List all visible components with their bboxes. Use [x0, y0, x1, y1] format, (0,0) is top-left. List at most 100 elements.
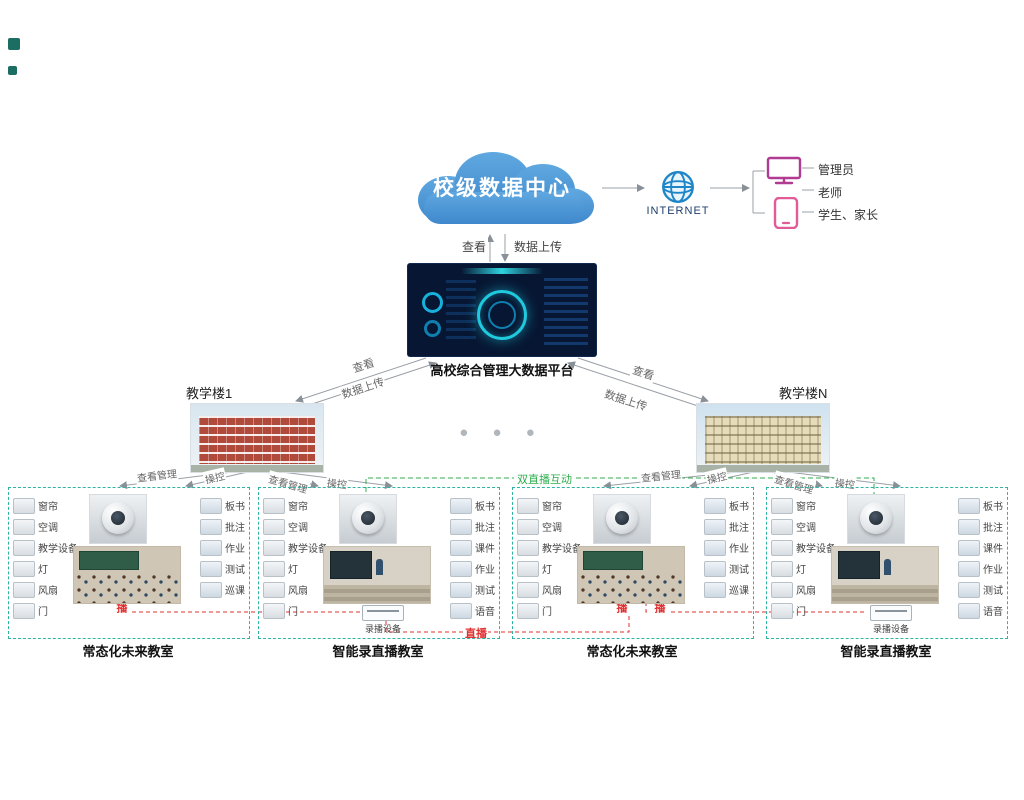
- link-label-control: 操控: [202, 467, 228, 487]
- dome-camera-photo: [847, 494, 905, 544]
- device-item: 灯: [263, 559, 328, 578]
- feature-label: 测试: [983, 586, 1003, 597]
- device-item: 空调: [517, 517, 582, 536]
- link-label-manage: 查看管理: [135, 464, 179, 485]
- feature-item: 批注: [704, 517, 749, 536]
- annotation-icon: [450, 518, 472, 535]
- device-item: 教学设备: [771, 538, 836, 557]
- feature-item: 批注: [200, 517, 245, 536]
- device-column: 窗帘 空调 教学设备 灯 风扇 门: [517, 496, 582, 620]
- equipment-icon: [517, 539, 539, 556]
- classroom-photo: [577, 546, 685, 604]
- door-icon: [517, 602, 539, 619]
- device-label: 门: [542, 607, 552, 618]
- dashboard-donut-chart: [422, 292, 443, 313]
- device-item: 窗帘: [771, 496, 836, 515]
- patrol-icon: [200, 581, 222, 598]
- students: [578, 573, 684, 603]
- feature-label: 作业: [729, 544, 749, 555]
- device-item: 空调: [13, 517, 78, 536]
- feature-label: 语音: [475, 607, 495, 618]
- homework-icon: [200, 539, 222, 556]
- feature-item: 课件: [958, 538, 1003, 557]
- device-label: 空调: [38, 523, 58, 534]
- device-item: 风扇: [13, 580, 78, 599]
- feature-label: 板书: [983, 502, 1003, 513]
- board-writing-icon: [450, 497, 472, 514]
- classroom-type-label: 常态化未来教室: [586, 644, 678, 659]
- device-item: 灯: [517, 559, 582, 578]
- device-label: 门: [288, 607, 298, 618]
- ac-icon: [263, 518, 285, 535]
- device-item: 教学设备: [517, 538, 582, 557]
- recorder-box-icon: [362, 605, 404, 621]
- feature-label: 课件: [983, 544, 1003, 555]
- feature-item: 语音: [958, 601, 1003, 620]
- user-label-student: 学生、家长: [818, 208, 879, 222]
- annotation-icon: [200, 518, 222, 535]
- building-label-1: 教学楼1: [186, 386, 233, 401]
- light-icon: [771, 560, 793, 577]
- test-icon: [200, 560, 222, 577]
- device-label: 门: [796, 607, 806, 618]
- device-label: 空调: [542, 523, 562, 534]
- feature-item: 巡课: [704, 580, 749, 599]
- cloud-label: 校级数据中心: [433, 177, 571, 200]
- teacher: [376, 559, 383, 575]
- annotation-icon: [704, 518, 726, 535]
- device-label: 风扇: [288, 586, 308, 597]
- link-label-upload: 数据上传: [601, 385, 651, 415]
- device-label: 灯: [542, 565, 552, 576]
- building-facade: [199, 416, 315, 464]
- building-label-n: 教学楼N: [779, 386, 828, 401]
- live-label: 直播: [464, 625, 488, 641]
- classroom-box-future-1: 窗帘 空调 教学设备 灯 风扇 门 板书 批注 作业 测试 巡课: [8, 487, 250, 639]
- internet-globe-icon: [659, 168, 697, 206]
- feature-column: 板书 批注 课件 作业 测试 语音: [450, 496, 495, 620]
- classroom-photo: [831, 546, 939, 604]
- feature-item: 巡课: [200, 580, 245, 599]
- feature-label: 批注: [983, 523, 1003, 534]
- feature-label: 批注: [475, 523, 495, 534]
- device-item: 窗帘: [13, 496, 78, 515]
- feature-item: 板书: [450, 496, 495, 515]
- board-writing-icon: [200, 497, 222, 514]
- building-facade: [705, 416, 821, 464]
- ac-icon: [517, 518, 539, 535]
- feature-label: 语音: [983, 607, 1003, 618]
- display-screen: [330, 551, 372, 579]
- device-item: 门: [13, 601, 78, 620]
- user-label-teacher: 老师: [818, 186, 843, 200]
- device-label: 门: [38, 607, 48, 618]
- device-item: 窗帘: [517, 496, 582, 515]
- curtain-icon: [13, 497, 35, 514]
- feature-label: 作业: [225, 544, 245, 555]
- feature-label: 测试: [729, 565, 749, 576]
- device-label: 空调: [796, 523, 816, 534]
- feature-label: 课件: [475, 544, 495, 555]
- device-column: 窗帘 空调 教学设备 灯 风扇 门: [13, 496, 78, 620]
- feature-item: 测试: [704, 559, 749, 578]
- device-item: 风扇: [517, 580, 582, 599]
- classroom-photo: [73, 546, 181, 604]
- camera-dome-icon: [606, 502, 638, 534]
- curtain-icon: [771, 497, 793, 514]
- phone-icon: [772, 196, 800, 230]
- device-label: 教学设备: [288, 544, 328, 555]
- board-writing-icon: [958, 497, 980, 514]
- device-label: 风扇: [38, 586, 58, 597]
- homework-icon: [958, 560, 980, 577]
- patrol-icon: [704, 581, 726, 598]
- camera-dome-icon: [352, 502, 384, 534]
- recorder-label: 录播设备: [872, 624, 909, 634]
- classroom-photo: [323, 546, 431, 604]
- feature-item: 作业: [704, 538, 749, 557]
- curtain-icon: [517, 497, 539, 514]
- feature-item: 课件: [450, 538, 495, 557]
- students: [74, 573, 180, 603]
- device-label: 教学设备: [796, 544, 836, 555]
- dome-camera-photo: [593, 494, 651, 544]
- feature-label: 测试: [475, 586, 495, 597]
- light-icon: [263, 560, 285, 577]
